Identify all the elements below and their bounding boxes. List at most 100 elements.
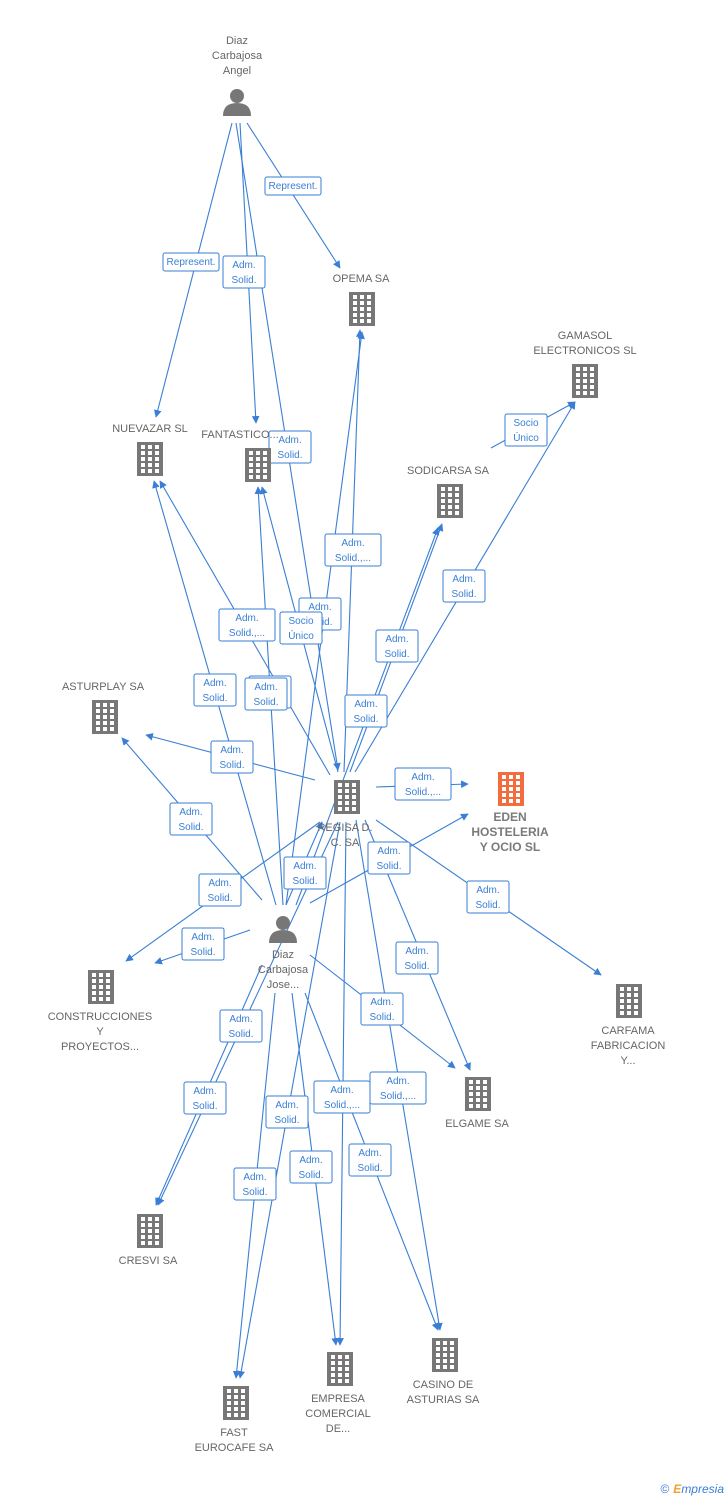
node-cresvi[interactable]: CRESVI SA [119,1214,178,1267]
node-label: Angel [223,65,251,77]
node-construcciones[interactable]: CONSTRUCCIONESYPROYECTOS... [48,970,153,1053]
edge-label-text: Solid. [190,947,215,958]
building-window [360,307,364,311]
edge-label-text: Solid.,... [405,787,441,798]
building-window [141,1241,145,1245]
edge-label-text: Socio [513,418,538,429]
edge-label: Adm.Solid. [289,1150,333,1184]
edge-label-text: Solid. [404,961,429,972]
person-head [230,89,244,103]
node-elgame[interactable]: ELGAME SA [445,1077,509,1130]
edge-label-box [222,255,266,289]
edge-label-text: Adm. [330,1085,353,1096]
building-window [92,973,96,977]
node-carfama[interactable]: CARFAMAFABRICACIONY... [591,984,666,1067]
building-window [338,1373,342,1377]
building-window [234,1407,238,1411]
building-window [227,1389,231,1393]
edge-label: Adm.Solid.,... [218,608,276,642]
building-window [155,1217,159,1221]
edge-label-text: Adm. [203,678,226,689]
building-window [338,789,342,793]
node-label: Carbajosa [212,50,263,62]
edge-label: Adm.Solid. [348,1143,392,1177]
edge-label-box [394,767,452,801]
node-diaz_jose[interactable]: DiazCarbajosaJose... [258,916,309,991]
building-window [256,469,260,473]
edge-label-text: Adm. [370,997,393,1008]
node-sodicarsa[interactable]: SODICARSA SA [407,465,490,518]
building-window [509,787,513,791]
building-window [436,1341,440,1345]
edge-label-box [268,430,312,464]
node-regisa[interactable]: REGISA D.C. SA [317,780,373,849]
building-window [110,727,114,731]
building-window [148,1241,152,1245]
building-window [141,1229,145,1233]
building-window [99,985,103,989]
building-window [106,973,110,977]
node-fantastico[interactable]: FANTASTICO... [201,429,279,482]
building-window [590,379,594,383]
edge-label-text: Adm. [235,613,258,624]
building-window [476,1092,480,1096]
building-window [110,715,114,719]
building-window [141,1235,145,1239]
person-head [276,916,290,930]
node-label: ELGAME SA [445,1118,509,1130]
edge-label-text: Adm. [278,435,301,446]
node-label: HOSTELERIA [471,825,549,839]
building-window [469,1080,473,1084]
building-window [141,463,145,467]
building-window [92,985,96,989]
node-nuevazar[interactable]: NUEVAZAR SL [112,423,188,476]
building-window [155,1229,159,1233]
building-window [106,997,110,1001]
building-window [476,1086,480,1090]
node-empresa[interactable]: EMPRESACOMERCIALDE... [305,1352,371,1435]
edge-label: Adm.Solid. [233,1167,277,1201]
edge-label: Adm.Solid. [219,1009,263,1043]
building-window [627,999,631,1003]
building-window [227,1407,231,1411]
building-window [241,1389,245,1393]
building-window [443,1353,447,1357]
building-window [448,511,452,515]
building-window [353,307,357,311]
building-window [576,367,580,371]
building-window [455,493,459,497]
building-window [367,301,371,305]
building-window [256,451,260,455]
edge-label-box [233,1167,277,1201]
edge-label-text: Adm. [208,878,231,889]
edge-label-box [198,873,242,907]
edge-label-text: Solid. [357,1163,382,1174]
edge-label-text: Solid.,... [324,1100,360,1111]
building-window [338,1361,342,1365]
node-label: FAST [220,1427,248,1439]
node-opema[interactable]: OPEMA SA [333,273,391,326]
footer-brand[interactable]: ©Empresia [660,1482,724,1496]
building-window [155,469,159,473]
edge-label-text: Solid. [376,861,401,872]
node-label: Jose... [267,979,299,991]
edge-label-box [504,413,548,447]
building-window [620,1011,624,1015]
building-window [516,781,520,785]
building-window [502,781,506,785]
building-window [345,1361,349,1365]
edge-label-text: Adm. [243,1172,266,1183]
person-icon [269,930,297,943]
edge-label: Adm.Solid. [395,941,439,975]
edge-label-box [244,677,288,711]
brand-initial: E [673,1482,682,1496]
building-window [249,469,253,473]
edge-label-text: Solid.,... [335,553,371,564]
building-window [634,1005,638,1009]
node-asturplay[interactable]: ASTURPLAY SA [62,681,145,734]
